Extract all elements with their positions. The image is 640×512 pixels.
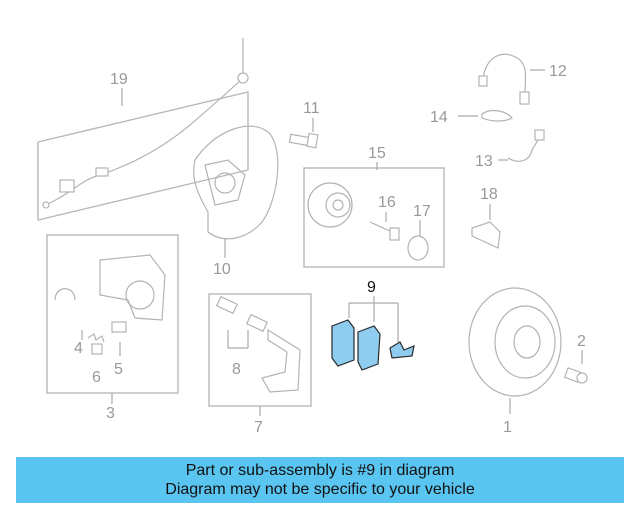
part-6-bleeder[interactable] [91, 343, 103, 355]
banner-line-2: Diagram may not be specific to your vehi… [165, 481, 475, 498]
callout-12: 12 [549, 63, 567, 80]
part-14-clip[interactable] [481, 109, 513, 122]
callout-14: 14 [430, 109, 448, 126]
part-7-carrier[interactable] [261, 328, 301, 393]
part-15-hub-box [303, 167, 445, 268]
info-banner: Part or sub-assembly is #9 in diagram Di… [16, 457, 624, 503]
callout-10: 10 [213, 261, 231, 278]
part-16-hub-bolt[interactable] [369, 221, 400, 241]
part-4-spring[interactable] [87, 333, 105, 343]
callout-6: 6 [92, 369, 101, 386]
callout-15: 15 [368, 145, 386, 162]
part-1-rotor[interactable] [468, 287, 562, 397]
callout-8: 8 [232, 361, 241, 378]
callout-3: 3 [106, 405, 115, 422]
callout-17: 17 [413, 203, 431, 220]
part-10-dust-shield[interactable] [193, 125, 279, 240]
callout-19: 19 [110, 71, 128, 88]
callout-13: 13 [475, 153, 493, 170]
callout-5: 5 [114, 361, 123, 378]
callout-11: 11 [303, 100, 320, 117]
part-18-bracket[interactable] [471, 221, 501, 249]
part-7-carrier-box [208, 293, 312, 407]
part-13-brake-line[interactable] [507, 129, 545, 162]
parts-diagram: 19 10 11 15 16 17 12 14 [37, 38, 588, 436]
part-17-cap[interactable] [407, 235, 429, 261]
part-9-brake-pads[interactable] [331, 319, 415, 371]
banner-line-1: Part or sub-assembly is #9 in diagram [185, 462, 455, 479]
callout-2: 2 [577, 333, 586, 350]
part-3-caliper[interactable] [54, 254, 166, 321]
callout-4: 4 [74, 340, 83, 357]
callout-9: 9 [367, 279, 376, 296]
part-12-brake-hose[interactable] [478, 53, 530, 105]
part-15-hub[interactable] [307, 182, 353, 228]
callout-7: 7 [254, 419, 263, 436]
callout-16: 16 [378, 194, 396, 211]
callout-1: 1 [503, 419, 512, 436]
callout-18: 18 [480, 186, 498, 203]
part-19-abs-sensor[interactable] [37, 38, 249, 221]
part-2-screw[interactable] [563, 367, 588, 384]
part-8-pins[interactable] [215, 295, 269, 333]
part-5-guide-pin[interactable] [111, 321, 127, 333]
part-11-bolt[interactable] [288, 132, 319, 149]
